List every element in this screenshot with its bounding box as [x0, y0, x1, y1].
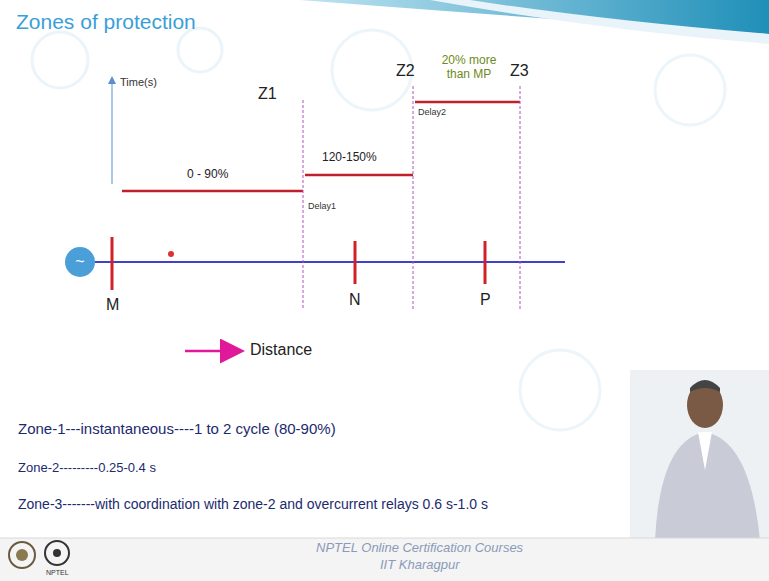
slide-title: Zones of protection	[16, 10, 196, 34]
node-text: ~	[75, 254, 84, 270]
delay-label: Delay1	[308, 201, 336, 211]
logo-text: NPTEL	[46, 569, 69, 577]
logo	[16, 549, 28, 561]
footer-bar	[0, 538, 769, 581]
bus-name: P	[480, 291, 491, 309]
logo	[45, 541, 69, 565]
zone1-reach	[122, 190, 303, 193]
zone-boundary	[303, 100, 304, 308]
zone-label: Z3	[510, 62, 529, 80]
zone-note: Zone-2---------0.25-0.4 s	[18, 461, 156, 476]
bus-bar	[111, 237, 114, 290]
axis-label: Time(s)	[120, 76, 157, 89]
logo	[9, 542, 35, 568]
pointer-dot	[168, 251, 174, 257]
delay-label: Delay2	[418, 107, 446, 117]
generator-symbol: ~	[65, 247, 95, 277]
zone-note: Zone-3-------with coordination with zone…	[18, 496, 488, 512]
zone-label: Z2	[396, 62, 415, 80]
bus-bar	[484, 241, 487, 284]
header-swoosh	[430, 0, 769, 44]
footer-rule	[0, 538, 769, 539]
zone-label: Z1	[258, 85, 277, 103]
zone3-reach	[415, 101, 520, 104]
bus-name: M	[106, 296, 119, 314]
presenter-figure	[630, 370, 769, 540]
distance-arrow	[185, 350, 240, 353]
zone3-note: 20% more than MP	[432, 54, 506, 82]
logo	[53, 549, 61, 557]
bus-bar	[354, 241, 357, 284]
footer-text: IIT Kharagpur	[380, 558, 460, 573]
bus-name: N	[349, 291, 361, 309]
zone-note: Zone-1---instantaneous----1 to 2 cycle (…	[18, 420, 336, 437]
transmission-line	[95, 261, 565, 263]
reach-label: 120-150%	[322, 151, 377, 165]
zone-boundary	[413, 86, 414, 310]
reach-label: 0 - 90%	[187, 168, 228, 182]
axis-label: Distance	[250, 341, 312, 359]
zone-boundary	[520, 86, 521, 310]
zone2-reach	[305, 174, 413, 177]
watermark-icons	[32, 28, 725, 430]
time-axis	[112, 80, 113, 184]
footer-text: NPTEL Online Certification Courses	[316, 541, 523, 556]
